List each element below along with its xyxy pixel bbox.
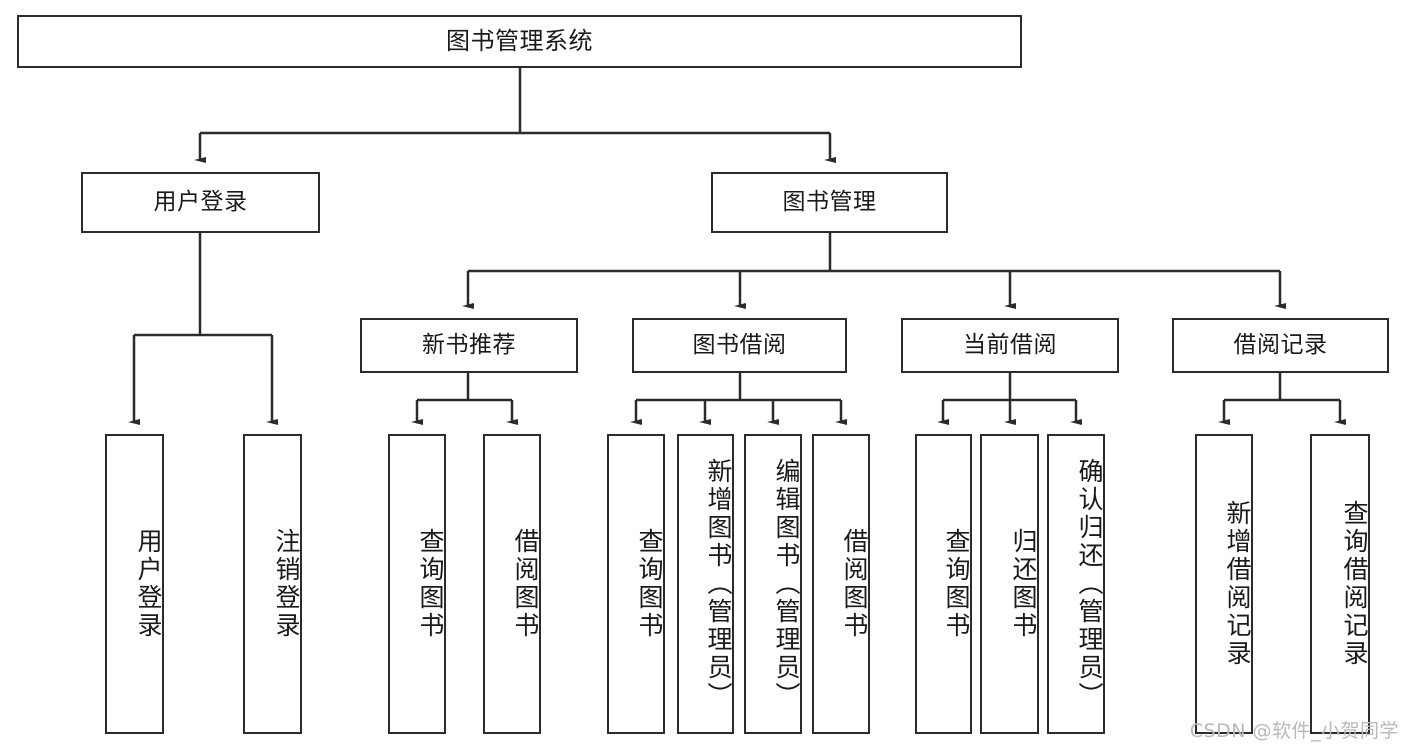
node-leaf-query-book-recommend[interactable]: 查询图书 — [388, 434, 446, 734]
node-user-login[interactable]: 用户登录 — [81, 172, 320, 233]
leaf-label: 借阅图书 — [840, 528, 869, 640]
node-leaf-query-borrow-record[interactable]: 查询借阅记录 — [1310, 434, 1370, 734]
node-leaf-add-book-admin[interactable]: 新增图书（管理员） — [677, 434, 734, 734]
node-leaf-logout-login[interactable]: 注销登录 — [243, 434, 302, 734]
leaf-label: 确认归还（管理员） — [1075, 458, 1104, 710]
leaf-label: 用户登录 — [134, 528, 163, 640]
node-leaf-return-book[interactable]: 归还图书 — [980, 434, 1039, 734]
node-leaf-query-book-current[interactable]: 查询图书 — [915, 434, 972, 734]
leaf-label: 查询借阅记录 — [1340, 500, 1369, 668]
leaf-label: 查询图书 — [416, 528, 445, 640]
node-root-book-management-system[interactable]: 图书管理系统 — [17, 15, 1022, 68]
leaf-label: 编辑图书（管理员） — [772, 458, 801, 710]
node-book-borrow[interactable]: 图书借阅 — [632, 318, 847, 373]
node-leaf-borrow-book-recommend[interactable]: 借阅图书 — [483, 434, 541, 734]
node-leaf-query-book-borrow[interactable]: 查询图书 — [607, 434, 665, 734]
leaf-label: 新增借阅记录 — [1223, 500, 1252, 668]
node-borrow-record[interactable]: 借阅记录 — [1172, 318, 1389, 373]
leaf-label: 查询图书 — [635, 528, 664, 640]
node-current-borrow[interactable]: 当前借阅 — [901, 318, 1119, 373]
leaf-label: 新增图书（管理员） — [704, 458, 733, 710]
node-leaf-borrow-book[interactable]: 借阅图书 — [812, 434, 870, 734]
node-leaf-edit-book-admin[interactable]: 编辑图书（管理员） — [744, 434, 802, 734]
node-new-book-recommend[interactable]: 新书推荐 — [360, 318, 578, 373]
leaf-label: 借阅图书 — [511, 528, 540, 640]
csdn-watermark: CSDN @软件_小贺同学 — [1189, 720, 1399, 742]
node-leaf-add-borrow-record[interactable]: 新增借阅记录 — [1195, 434, 1253, 734]
node-leaf-confirm-return-admin[interactable]: 确认归还（管理员） — [1047, 434, 1105, 734]
leaf-label: 归还图书 — [1009, 528, 1038, 640]
leaf-label: 注销登录 — [272, 528, 301, 640]
leaf-label: 查询图书 — [942, 528, 971, 640]
node-book-management[interactable]: 图书管理 — [711, 172, 948, 233]
node-leaf-user-login[interactable]: 用户登录 — [105, 434, 164, 734]
